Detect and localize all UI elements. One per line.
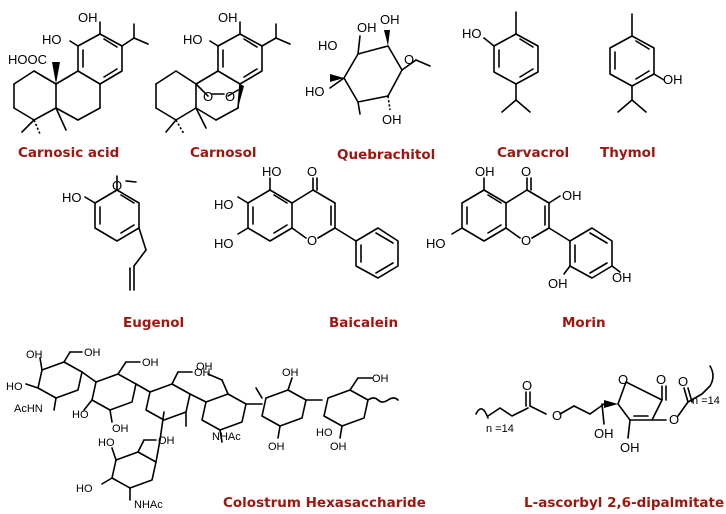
- quebrachitol-ome: O: [404, 52, 414, 67]
- ascorbyl-o-ester-carbonyl: O: [522, 378, 532, 393]
- ascorbyl-oh-ring: OH: [620, 440, 640, 455]
- ascorbyl-oh-side: OH: [594, 426, 614, 441]
- hexa-ho-2: HO: [72, 409, 89, 421]
- label-carnosic-acid: Carnosic acid: [18, 145, 119, 161]
- label-eugenol: Eugenol: [123, 315, 184, 331]
- baicalein-o-carbonyl: O: [307, 164, 317, 179]
- ascorbyl-o-ring: O: [618, 372, 628, 387]
- morin-oh-2prime: OH: [548, 276, 568, 291]
- morin-structure: OH O OH HO O OH OH: [426, 164, 632, 291]
- quebrachitol-structure: OH OH O HO HO OH: [305, 12, 431, 127]
- baicalein-ho-7: HO: [214, 236, 234, 251]
- hexa-ho-3: HO: [316, 427, 333, 439]
- hexa-achn: AcHN: [14, 403, 43, 415]
- thymol-oh: OH: [663, 72, 683, 87]
- morin-oh-3: OH: [562, 188, 582, 203]
- hexa-oh-8: OH: [268, 441, 285, 453]
- quebrachitol-oh-1: OH: [357, 20, 377, 35]
- eugenol-ho: HO: [62, 190, 82, 205]
- hexa-oh-3: OH: [142, 357, 159, 369]
- baicalein-structure: HO O HO HO O: [214, 164, 399, 279]
- morin-oh-4prime: OH: [612, 270, 632, 285]
- hexa-ho-5: HO: [76, 483, 93, 495]
- carnosol-o-carbonyl: O: [203, 89, 213, 104]
- hexa-oh-2: OH: [84, 347, 101, 359]
- hexa-oh-4: OH: [194, 367, 211, 379]
- label-carnosol: Carnosol: [190, 145, 257, 161]
- quebrachitol-ho-1: HO: [318, 38, 338, 53]
- hexa-nhac-2: NHAc: [134, 499, 163, 511]
- label-quebrachitol: Quebrachitol: [337, 147, 435, 163]
- label-ascorbyl-dipalmitate: L-ascorbyl 2,6-dipalmitate: [524, 495, 724, 511]
- quebrachitol-oh-2: OH: [380, 12, 400, 27]
- carnosol-structure: OH HO O O: [155, 10, 291, 135]
- carvacrol-structure: HO: [462, 11, 539, 113]
- eugenol-structure: O HO: [62, 175, 147, 291]
- hexa-oh-9: OH: [372, 373, 389, 385]
- eugenol-ome: O: [112, 178, 122, 193]
- quebrachitol-ho-2: HO: [305, 84, 325, 99]
- ascorbyl-o-right: O: [669, 412, 679, 427]
- carnosol-ho-left: HO: [183, 32, 203, 47]
- hexa-oh-10: OH: [330, 441, 347, 453]
- hexa-oh-6: OH: [196, 361, 213, 373]
- carnosic-ho-left: HO: [42, 32, 62, 47]
- hexa-oh-11: OH: [158, 435, 175, 447]
- carnosic-acid-structure: OH HO HOOC: [8, 10, 149, 135]
- label-colostrum-hexasaccharide: Colostrum Hexasaccharide: [223, 495, 426, 511]
- colostrum-hexasaccharide-structure: OH OH HO AcHN OH OH HO OH OH NHAc OH OH …: [6, 347, 399, 511]
- baicalein-oh-5: HO: [262, 164, 282, 179]
- morin-o-ring: O: [521, 233, 531, 248]
- hexa-ho-4: HO: [98, 437, 115, 449]
- baicalein-ho-6: HO: [214, 197, 234, 212]
- ascorbyl-o-carbonyl: O: [656, 372, 666, 387]
- hexa-oh-7: OH: [282, 367, 299, 379]
- ascorbyl-o-right-carbonyl: O: [678, 374, 688, 389]
- morin-oh-5: OH: [475, 164, 495, 179]
- ascorbyl-n14-right: n =14: [692, 395, 720, 407]
- morin-ho-7: HO: [426, 236, 446, 251]
- carnosol-oh-top: OH: [218, 10, 238, 25]
- label-carvacrol: Carvacrol: [497, 145, 569, 161]
- hexa-nhac-1: NHAc: [212, 431, 241, 443]
- carnosol-o-ring: O: [225, 89, 235, 104]
- label-thymol: Thymol: [600, 145, 656, 161]
- thymol-structure: OH: [609, 13, 683, 113]
- ascorbyl-n14-left: n =14: [486, 423, 514, 435]
- label-morin: Morin: [562, 315, 606, 331]
- carnosic-oh-top: OH: [78, 10, 98, 25]
- quebrachitol-oh-3: OH: [382, 112, 402, 127]
- baicalein-o-ring: O: [307, 233, 317, 248]
- hexa-oh-1: OH: [26, 349, 43, 361]
- morin-o-carbonyl: O: [521, 164, 531, 179]
- carnosic-hooc: HOOC: [8, 52, 47, 67]
- hexa-oh-5: OH: [112, 423, 129, 435]
- carvacrol-ho: HO: [462, 26, 482, 41]
- ascorbyl-o-ester: O: [552, 408, 562, 423]
- hexa-ho-1: HO: [6, 381, 23, 393]
- label-baicalein: Baicalein: [329, 315, 398, 331]
- ascorbyl-dipalmitate-structure: O O O O O O OH OH n =14 n =14: [475, 365, 720, 455]
